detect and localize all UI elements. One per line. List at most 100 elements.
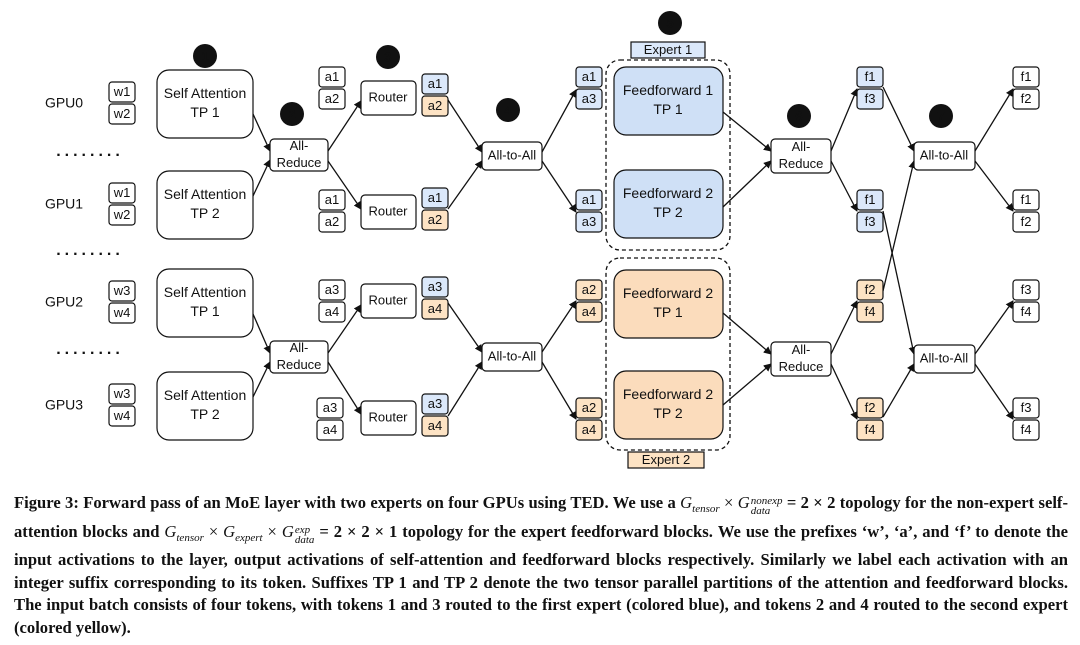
- ff-input-gpu1-top-label: a1: [582, 192, 596, 207]
- ff-input-gpu2-top: [575, 279, 603, 301]
- router-output-gpu0-bottom: [421, 95, 449, 117]
- math-g-tensor: Gtensor: [680, 493, 720, 515]
- weights-gpu1-bottom: [108, 204, 136, 226]
- final-output-gpu3-top: [1012, 397, 1040, 419]
- feedforward-gpu3: [613, 370, 724, 440]
- router-input-gpu3-bottom: [316, 419, 344, 441]
- arrow-a2a-final1: [974, 160, 1014, 212]
- caption-label: Figure 3: Forward pass of an MoE layer w…: [14, 493, 676, 512]
- router-input-gpu3-top: [316, 397, 344, 419]
- arrow-ff1-ar: [722, 160, 772, 208]
- arrow-attn2-ar: [252, 313, 271, 354]
- final-output-gpu0-top: [1012, 66, 1040, 88]
- allreduce-ff-1-text-line1: All-: [792, 342, 811, 357]
- gpu-separator-0: ........: [56, 143, 124, 160]
- arrow-ar1-out2: [830, 300, 858, 355]
- feedforward-gpu2-text-line1: Feedforward 2: [623, 285, 713, 301]
- router-gpu3: [360, 400, 417, 436]
- alltoall-1-1-label: All-to-All: [488, 348, 537, 363]
- expert-2-group: [605, 257, 731, 451]
- ff-input-gpu2-top-label: a2: [582, 282, 596, 297]
- ff-input-gpu3-bottom-label: a4: [582, 422, 596, 437]
- step-1-icon-label: 1: [201, 48, 208, 63]
- router-output-gpu1-bottom-label: a2: [428, 212, 442, 227]
- feedforward-gpu2: [613, 269, 724, 339]
- final-output-gpu3-bottom: [1012, 419, 1040, 441]
- router-output-gpu1-bottom: [421, 209, 449, 231]
- step-6-icon: [787, 104, 811, 128]
- ff-output-gpu3-bottom: [856, 419, 884, 441]
- arrow-rout0-a2a: [447, 99, 483, 153]
- router-gpu1: [360, 194, 417, 230]
- arrow-ar0-router0: [327, 100, 362, 152]
- arrow-ar0-out0: [830, 88, 858, 152]
- allreduce-ff-1: [770, 341, 832, 377]
- allreduce-ff-0: [770, 138, 832, 174]
- ff-input-gpu3-top: [575, 397, 603, 419]
- gpu-label-2: GPU2: [45, 294, 83, 310]
- feedforward-gpu3-text-line2: TP 2: [653, 405, 683, 421]
- ff-output-gpu1-top: [856, 189, 884, 211]
- weights-gpu1-bottom-label: w2: [113, 207, 131, 222]
- final-output-gpu2-top-label: f3: [1021, 282, 1032, 297]
- self-attention-gpu2: [156, 268, 254, 338]
- allreduce-attn-0: [269, 138, 329, 172]
- gpu-label-3: GPU3: [45, 397, 83, 413]
- router-input-gpu1-top: [318, 189, 346, 211]
- final-output-gpu1-top-label: f1: [1021, 192, 1032, 207]
- ff-output-gpu3-bottom-label: f4: [865, 422, 876, 437]
- step-7-icon-label: 7: [937, 108, 944, 123]
- ff-output-gpu0-bottom: [856, 88, 884, 110]
- ff-input-gpu2-bottom-label: a4: [582, 304, 596, 319]
- arrow-a2a-final2: [974, 300, 1014, 355]
- ff-input-gpu1-bottom: [575, 211, 603, 233]
- arrow-a2a0-ff1: [541, 160, 577, 213]
- allreduce-attn-0-text-line2: Reduce: [277, 155, 322, 170]
- router-output-gpu2-top: [421, 276, 449, 298]
- router-gpu3-label: Router: [368, 409, 408, 424]
- allreduce-ff-0-text-line1: All-: [792, 139, 811, 154]
- arrow-attn3-ar: [252, 361, 271, 398]
- router-output-gpu0-top: [421, 73, 449, 95]
- router-input-gpu1-top-label: a1: [325, 192, 339, 207]
- ff-input-gpu3-bottom: [575, 419, 603, 441]
- step-1-icon: [193, 44, 217, 68]
- caption-eq2: = 2 × 2 × 1: [319, 521, 398, 541]
- expert-2-label-box: [627, 451, 705, 469]
- weights-gpu2-bottom: [108, 302, 136, 324]
- router-input-gpu0-bottom: [318, 88, 346, 110]
- gpu-separator-2: ........: [56, 341, 124, 358]
- self-attention-gpu3-text-line1: Self Attention: [164, 387, 247, 403]
- router-output-gpu3-bottom-label: a4: [428, 418, 442, 433]
- router-input-gpu2-bottom-label: a4: [325, 304, 339, 319]
- step-3-icon: [376, 45, 400, 69]
- step-4-icon-label: 4: [504, 102, 512, 117]
- weights-gpu0-bottom-label: w2: [113, 106, 131, 121]
- caption-line2b: topology for the expert feedforward bloc…: [402, 521, 713, 541]
- arrow-out0-a2a: [882, 86, 915, 152]
- router-gpu1-label: Router: [368, 203, 408, 218]
- weights-gpu1-top-label: w1: [113, 185, 131, 200]
- arrow-a2a1-ff2: [541, 300, 577, 353]
- alltoall-1-1: [481, 342, 543, 372]
- ff-output-gpu1-bottom-label: f3: [865, 214, 876, 229]
- arrow-attn0-ar: [252, 113, 271, 152]
- ff-output-gpu0-bottom-label: f3: [865, 91, 876, 106]
- arrow-ar1-router2: [327, 304, 362, 354]
- weights-gpu0-top: [108, 81, 136, 103]
- weights-gpu3-bottom-label: w4: [113, 408, 131, 423]
- final-output-gpu1-top: [1012, 189, 1040, 211]
- router-gpu2: [360, 283, 417, 319]
- alltoall-1-0-label: All-to-All: [488, 147, 537, 162]
- router-input-gpu2-top: [318, 279, 346, 301]
- alltoall-2-1-label: All-to-All: [920, 350, 969, 365]
- self-attention-gpu3-text-line2: TP 2: [190, 406, 220, 422]
- figure-caption: Figure 3: Forward pass of an MoE layer w…: [14, 493, 1069, 637]
- final-output-gpu1-bottom: [1012, 211, 1040, 233]
- final-output-gpu0-top-label: f1: [1021, 69, 1032, 84]
- arrow-rout3-a2a: [447, 361, 483, 417]
- router-gpu0-label: Router: [368, 89, 408, 104]
- alltoall-1-0: [481, 141, 543, 171]
- self-attention-gpu0: [156, 69, 254, 139]
